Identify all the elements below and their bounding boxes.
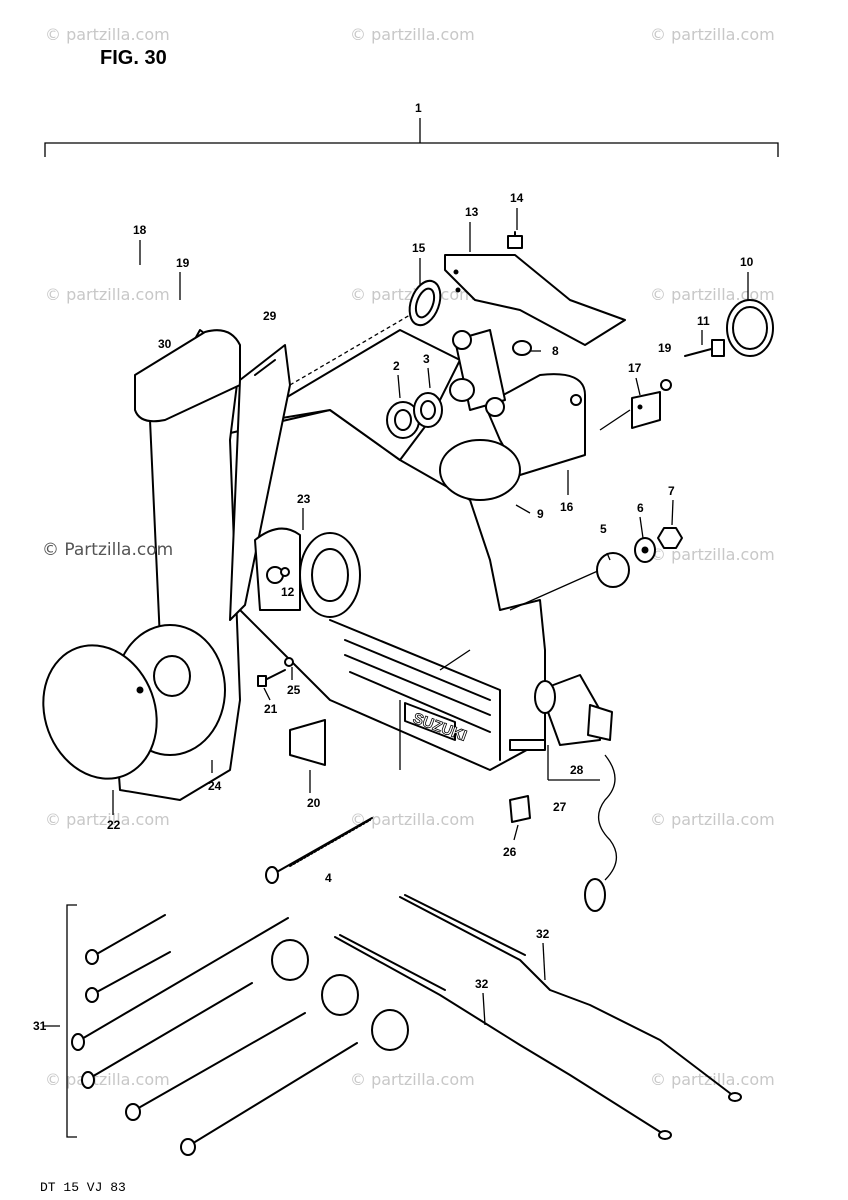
spring-collars (386, 378, 475, 439)
callout-10: 10 (740, 255, 754, 269)
callout-4: 4 (325, 871, 332, 885)
bushings-nut (596, 527, 683, 588)
callout-21: 21 (264, 702, 278, 716)
callout-labels: 1 2 3 4 5 6 7 8 9 10 11 12 13 14 15 16 1… (33, 101, 754, 1033)
callout-9: 9 (537, 507, 544, 521)
watermark-11: © partzilla.com (350, 810, 475, 829)
cable-hardware (66, 904, 409, 1156)
watermark-2: © partzilla.com (350, 25, 475, 44)
callout-20: 20 (307, 796, 321, 810)
callout-2: 2 (393, 359, 400, 373)
stop-switch (534, 674, 617, 912)
collar-rings (408, 279, 774, 357)
callout-5: 5 (600, 522, 607, 536)
detent-gear (254, 527, 361, 618)
callout-26: 26 (503, 845, 517, 859)
small-fasteners (257, 567, 326, 766)
callout-29: 29 (263, 309, 277, 323)
top-bracket (444, 231, 626, 346)
watermark-13: © partzilla.com (45, 1070, 170, 1089)
callout-31: 31 (33, 1019, 47, 1033)
callout-6: 6 (637, 501, 644, 515)
shift-arm-plates (439, 329, 661, 501)
callout-13: 13 (465, 205, 479, 219)
leader-lines (289, 314, 631, 770)
long-screw (265, 817, 373, 884)
figure-title: FIG. 30 (100, 47, 167, 69)
callout-11: 11 (697, 314, 710, 328)
callout-16: 16 (560, 500, 574, 514)
watermark-3: © partzilla.com (650, 25, 775, 44)
footer-code: DT 15 VJ 83 (40, 1180, 126, 1195)
assembly-bracket (44, 118, 779, 157)
callout-leaders (43, 208, 749, 1027)
watermark-4: © partzilla.com (45, 285, 170, 304)
callout-8: 8 (552, 344, 559, 358)
watermark-6: © partzilla.com (650, 285, 775, 304)
callout-32b: 32 (475, 977, 489, 991)
switch-cap (509, 795, 531, 823)
watermark-12: © partzilla.com (650, 810, 775, 829)
callout-3: 3 (423, 352, 430, 366)
callout-23: 23 (297, 492, 311, 506)
callout-12: 12 (281, 585, 295, 599)
control-cables (334, 894, 742, 1140)
callout-19b: 19 (658, 341, 672, 355)
watermark-14: © partzilla.com (350, 1070, 475, 1089)
callout-14: 14 (510, 191, 524, 205)
watermark-10: © partzilla.com (45, 810, 170, 829)
neutral-lever (229, 344, 291, 621)
callout-28: 28 (570, 763, 584, 777)
callout-24: 24 (208, 779, 222, 793)
callout-30: 30 (158, 337, 172, 351)
watermark-9: © partzilla.com (650, 545, 775, 564)
callout-18: 18 (133, 223, 147, 237)
callout-22: 22 (107, 818, 121, 832)
watermark-1: © partzilla.com (45, 25, 170, 44)
callout-7: 7 (668, 484, 675, 498)
callout-15: 15 (412, 241, 426, 255)
bolt-and-washer (660, 339, 725, 391)
callout-17: 17 (628, 361, 642, 375)
watermark-main: © Partzilla.com (42, 540, 174, 560)
callout-27: 27 (553, 800, 567, 814)
callout-25: 25 (287, 683, 301, 697)
callout-32a: 32 (536, 927, 550, 941)
handle-cover (42, 644, 158, 780)
callout-1: 1 (415, 101, 422, 115)
callout-19a: 19 (176, 256, 190, 270)
